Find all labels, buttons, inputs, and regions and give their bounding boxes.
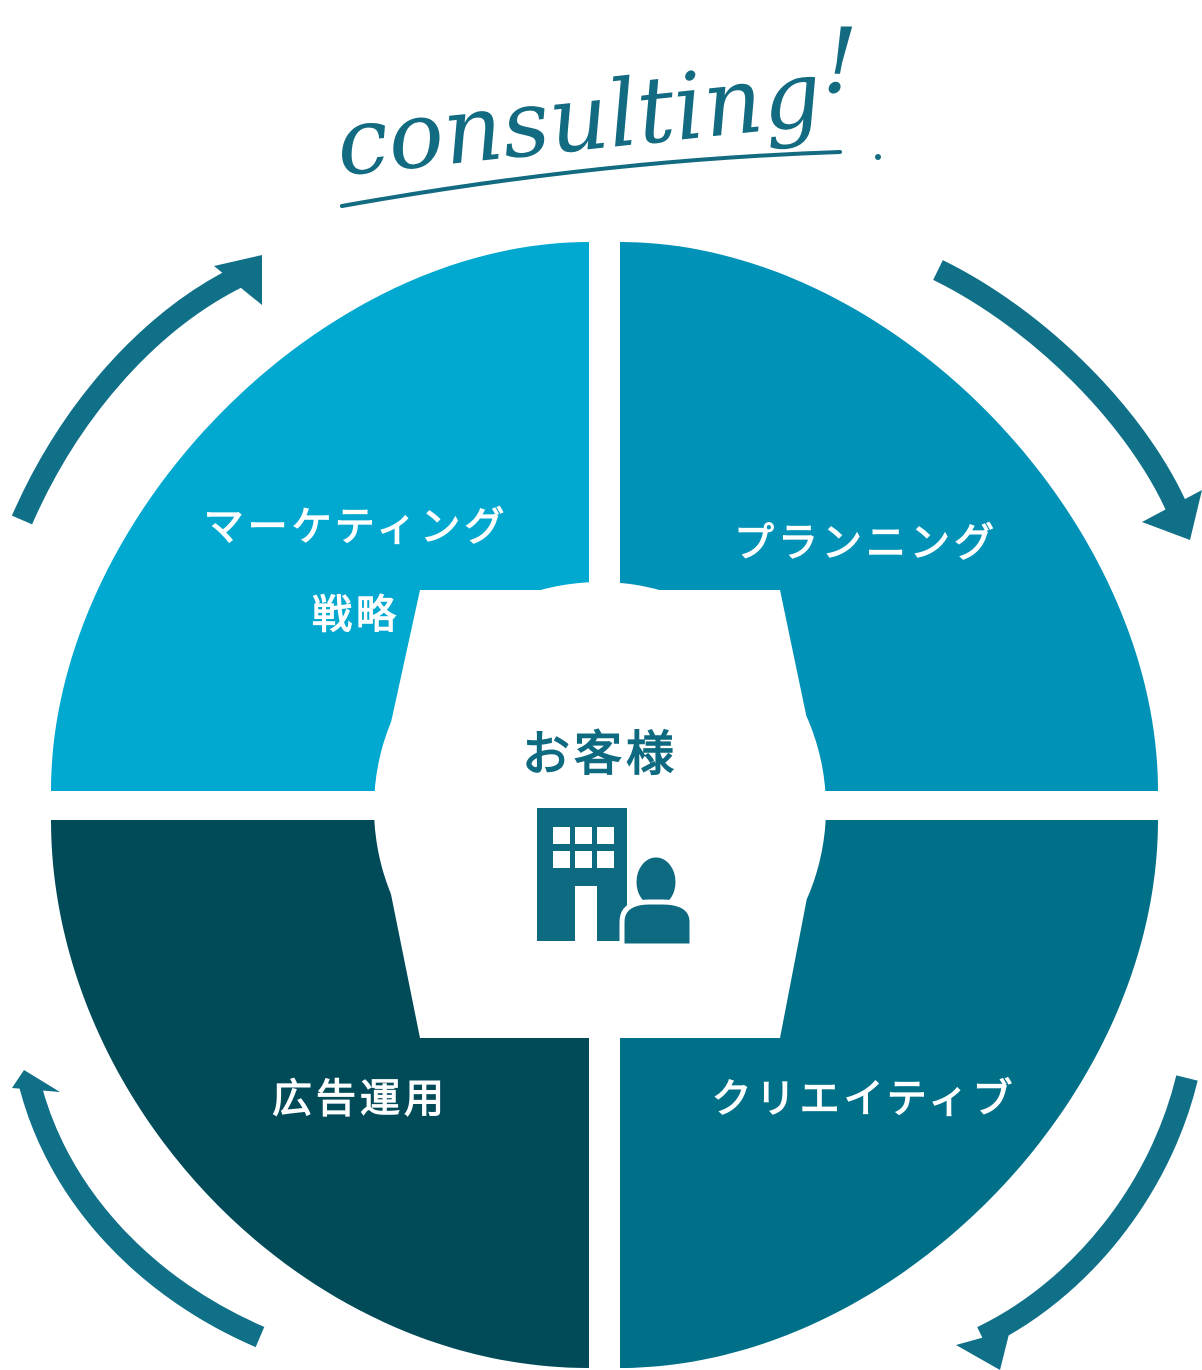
quadrant-creative xyxy=(620,820,1158,1368)
quadrant-marketing xyxy=(51,242,589,791)
quadrant-ads xyxy=(51,820,589,1368)
title-dot xyxy=(875,154,881,160)
ads-label: 広告運用 xyxy=(272,1076,448,1122)
arrowhead-top-right xyxy=(1142,490,1202,540)
cycle-arrows xyxy=(11,260,1198,1348)
arrowhead-bottom-left xyxy=(12,1070,60,1092)
quadrant-planning xyxy=(620,242,1158,791)
title-exclaim: ! xyxy=(822,9,858,114)
arrow-bottom-right xyxy=(977,1075,1198,1347)
planning-label: プランニング xyxy=(734,520,998,566)
title-underline xyxy=(340,150,842,208)
title-group: consulting ! xyxy=(331,9,881,208)
marketing-label: マーケティング xyxy=(204,504,509,550)
arrow-top-right xyxy=(933,260,1191,520)
arrow-bottom-left xyxy=(19,1082,265,1348)
creative-label: クリエイティブ xyxy=(712,1076,1017,1122)
center-label: お客様 xyxy=(522,726,678,782)
arrow-top-left xyxy=(11,266,245,525)
arrowhead-bottom-right xyxy=(956,1330,1010,1370)
marketing-sublabel: 戦略 xyxy=(312,592,400,638)
title-text: consulting xyxy=(331,40,826,197)
cycle-arrowheads xyxy=(12,255,1202,1370)
office-customer-icon xyxy=(537,808,695,949)
arrowhead-top-left xyxy=(214,255,262,305)
